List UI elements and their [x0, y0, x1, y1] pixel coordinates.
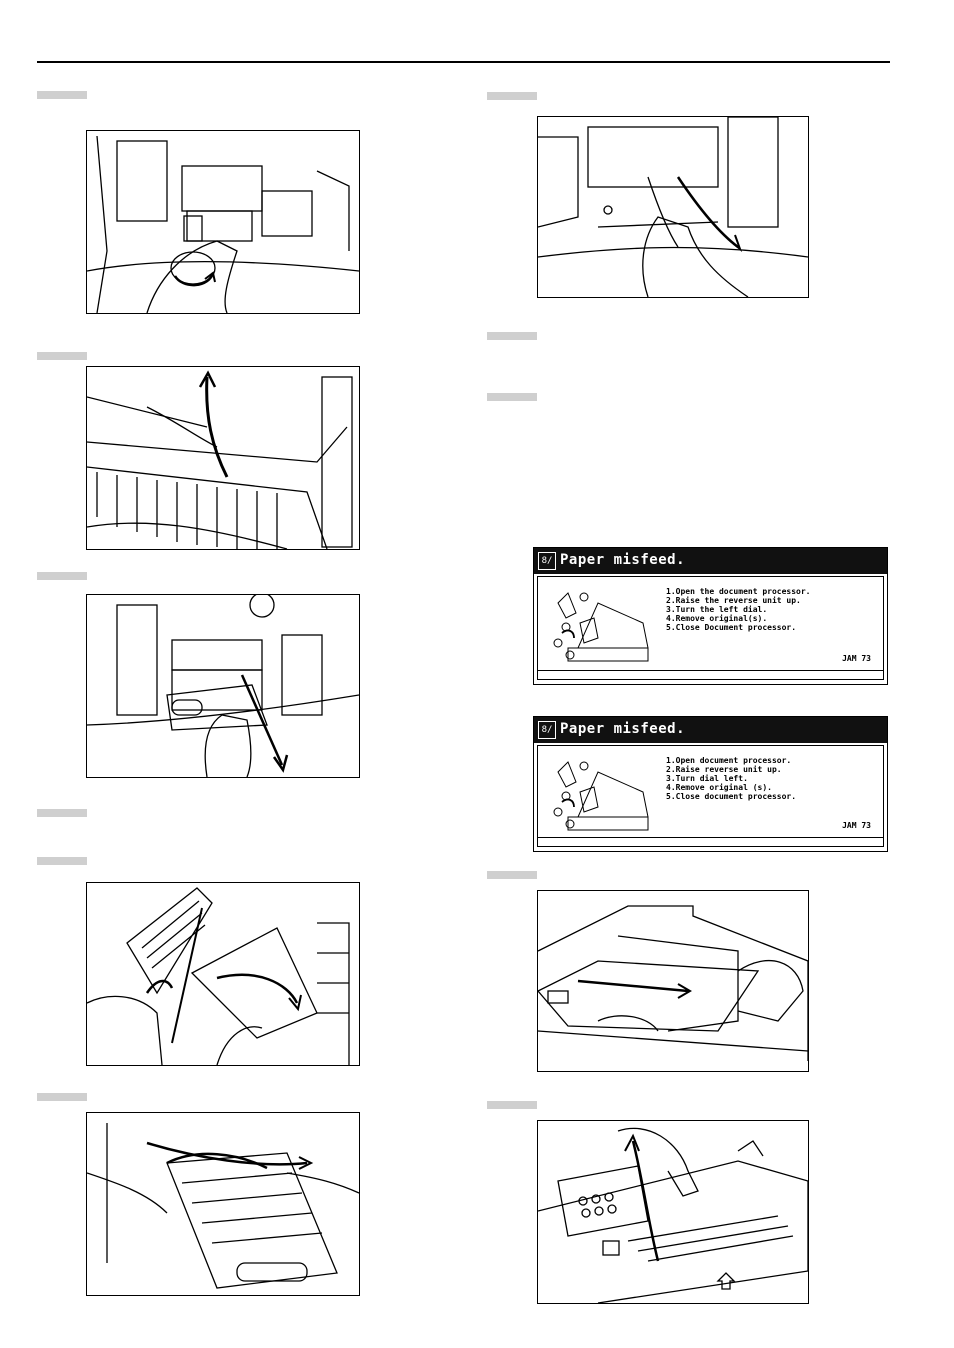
instruction-item: 3.Turn dial left. — [666, 774, 748, 783]
instruction-item: 4.Remove original (s). — [666, 783, 772, 792]
figure-remove-paper — [86, 882, 360, 1066]
instruction-item: 4.Remove original(s). — [666, 614, 768, 623]
screen-title-bar: 8/ Paper misfeed. — [534, 548, 887, 574]
header-rule — [37, 61, 890, 63]
document-processor-illustration — [553, 761, 649, 831]
figure-turn-dial — [86, 130, 360, 314]
step-marker — [37, 857, 87, 865]
instruction-item: 3.Turn the left dial. — [666, 605, 768, 614]
instruction-item: 5.Close document processor. — [666, 792, 797, 801]
figure-lift-cover — [86, 366, 360, 550]
figure-lift-reverse-unit — [537, 1120, 809, 1304]
step-marker — [37, 352, 87, 360]
document-processor-illustration — [553, 592, 649, 662]
step-marker — [487, 871, 537, 879]
step-marker — [37, 91, 87, 99]
jam-code: JAM 73 — [842, 654, 871, 663]
screen-content: 1.Open the document processor. 2.Raise t… — [537, 576, 884, 680]
step-marker — [37, 572, 87, 580]
misfeed-icon: 8/ — [538, 552, 556, 570]
step-marker — [487, 393, 537, 401]
paper-misfeed-screen: 8/ Paper misfeed. 1.Open document proces… — [533, 716, 888, 852]
figure-slide-tray — [86, 1112, 360, 1296]
instruction-list: 1.Open the document processor. 2.Raise t… — [666, 587, 811, 632]
screen-title: Paper misfeed. — [560, 552, 686, 568]
jam-code: JAM 73 — [842, 821, 871, 830]
copier-illustration — [87, 135, 359, 313]
step-marker — [487, 92, 537, 100]
screen-footer-line — [538, 670, 883, 671]
step-marker — [37, 809, 87, 817]
screen-content: 1.Open document processor. 2.Raise rever… — [537, 745, 884, 847]
instruction-item: 2.Raise the reverse unit up. — [666, 596, 801, 605]
step-marker — [487, 332, 537, 340]
instruction-item: 1.Open the document processor. — [666, 587, 811, 596]
instruction-item: 5.Close Document processor. — [666, 623, 797, 632]
paper-misfeed-screen: 8/ Paper misfeed. 1.Open the document pr… — [533, 547, 888, 685]
screen-footer-line — [538, 837, 883, 838]
screen-title-bar: 8/ Paper misfeed. — [534, 717, 887, 743]
instruction-item: 2.Raise reverse unit up. — [666, 765, 782, 774]
misfeed-icon: 8/ — [538, 721, 556, 739]
figure-pull-sheet — [537, 116, 809, 298]
step-marker — [37, 1093, 87, 1101]
step-marker — [487, 1101, 537, 1109]
figure-pull-unit — [86, 594, 360, 778]
screen-title: Paper misfeed. — [560, 721, 686, 737]
figure-document-processor-open — [537, 890, 809, 1072]
instruction-item: 1.Open document processor. — [666, 756, 792, 765]
instruction-list: 1.Open document processor. 2.Raise rever… — [666, 756, 796, 801]
